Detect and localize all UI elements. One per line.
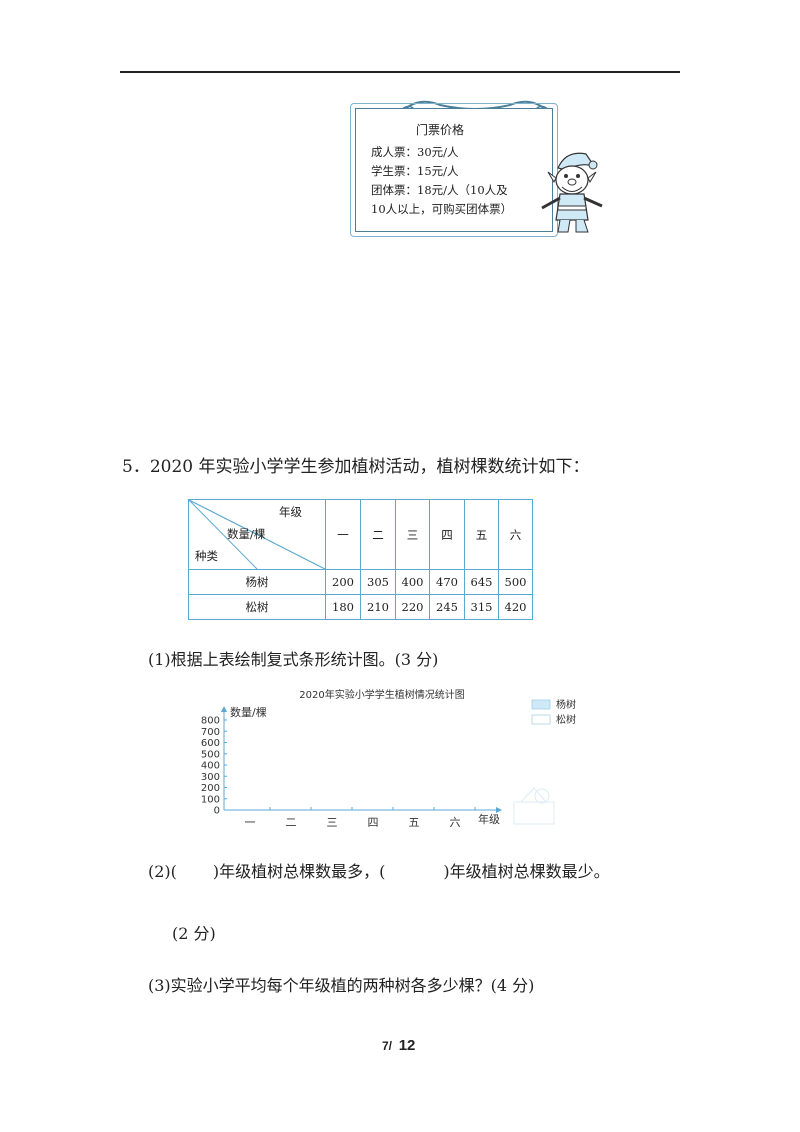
x-tick-label: 五 [409, 816, 420, 829]
table-cell: 400 [395, 569, 430, 595]
page-current: 7/ [382, 1039, 393, 1053]
question-5-part-2: (2)( )年级植树总棵数最多，( )年级植树总棵数最少。 [148, 858, 610, 882]
chart-title: 2020年实验小学学生植树情况统计图 [299, 688, 464, 701]
table-cell: 500 [498, 569, 533, 595]
grade-header: 二 [360, 499, 396, 570]
table-cell: 245 [429, 594, 465, 620]
x-axis-arrow [496, 807, 502, 813]
grade-header: 一 [325, 499, 361, 570]
elf-illustration [541, 152, 603, 233]
question-5-part-1: (1)根据上表绘制复式条形统计图。(3 分) [148, 650, 439, 669]
grade-header: 三 [395, 499, 430, 570]
table-cell: 200 [325, 569, 361, 595]
legend-label-poplar: 杨树 [556, 698, 576, 711]
grade-header: 六 [498, 499, 533, 570]
part2-end: )年级植树总棵数最少。 [443, 862, 610, 881]
ticket-line-group: 团体票：18元/人（10人及 [371, 183, 508, 197]
ticket-price-box: 门票价格 成人票：30元/人 学生票：15元/人 团体票：18元/人（10人及 … [350, 103, 558, 237]
y-tick-label: 400 [201, 761, 220, 772]
part2-middle: )年级植树总棵数最多，( [212, 862, 386, 881]
table-row: 松树 180 210 220 245 315 420 [188, 594, 533, 620]
question-5-part-2-score: (2 分) [172, 924, 216, 943]
part2-open: (2)( [148, 862, 177, 881]
header-type: 种类 [195, 549, 218, 563]
y-axis-label: 数量/棵 [230, 705, 267, 719]
page-total: 12 [398, 1037, 416, 1054]
grade-header: 五 [464, 499, 499, 570]
x-axis-label: 年级 [478, 812, 500, 826]
ticket-title: 门票价格 [416, 123, 465, 137]
y-tick-label: 600 [201, 738, 220, 749]
table-cell: 645 [464, 569, 499, 595]
y-tick-label: 100 [201, 794, 220, 805]
table-cell: 220 [395, 594, 430, 620]
planting-data-table: 年级 数量/棵 种类 一 二 三 四 五 六 杨树 200 305 400 47… [188, 499, 533, 620]
page-number: 7/ 12 [382, 1037, 415, 1054]
y-tick-label: 700 [201, 727, 220, 738]
legend-label-pine: 松树 [556, 713, 576, 726]
row-label: 松树 [188, 594, 326, 620]
y-tick-label: 0 [214, 806, 220, 817]
question-5-stem: 5．2020 年实验小学学生参加植树活动，植树棵数统计如下： [122, 457, 590, 477]
x-tick-label: 六 [450, 816, 461, 829]
table-cell: 470 [429, 569, 465, 595]
diagonal-lines [189, 500, 325, 569]
x-tick-label: 二 [286, 816, 297, 829]
ticket-line-student: 学生票：15元/人 [371, 164, 459, 178]
ticket-line-group-note: 10人以上，可购买团体票） [371, 202, 513, 216]
y-tick-label: 800 [201, 716, 220, 727]
table-cell: 420 [498, 594, 533, 620]
table-cell: 305 [360, 569, 396, 595]
table-cell: 210 [360, 594, 396, 620]
table-diagonal-header: 年级 数量/棵 种类 [188, 499, 326, 570]
row-label: 杨树 [188, 569, 326, 595]
legend-swatch-pine [531, 714, 551, 725]
legend-swatch-poplar [531, 699, 551, 710]
header-quantity: 数量/棵 [227, 527, 266, 541]
x-tick-label: 四 [368, 816, 379, 829]
x-tick-label: 一 [245, 816, 256, 829]
x-tick-label: 三 [327, 816, 338, 829]
ticket-line-adult: 成人票：30元/人 [371, 145, 459, 159]
y-tick-label: 500 [201, 749, 220, 760]
y-tick-label: 200 [201, 783, 220, 794]
table-cell: 180 [325, 594, 361, 620]
y-tick-label: 300 [201, 772, 220, 783]
question-5-part-3: (3)实验小学平均每个年级植的两种树各多少棵？(4 分) [148, 976, 535, 995]
empty-bar-chart: 2020年实验小学学生植树情况统计图 数量/棵 年级 8007006005004… [201, 688, 576, 829]
header-rule [120, 71, 680, 73]
table-row: 杨树 200 305 400 470 645 500 [188, 569, 533, 595]
faint-decoration [513, 787, 555, 825]
header-grade: 年级 [279, 505, 302, 519]
y-axis-arrow [221, 706, 227, 712]
grade-header: 四 [429, 499, 465, 570]
table-cell: 315 [464, 594, 499, 620]
